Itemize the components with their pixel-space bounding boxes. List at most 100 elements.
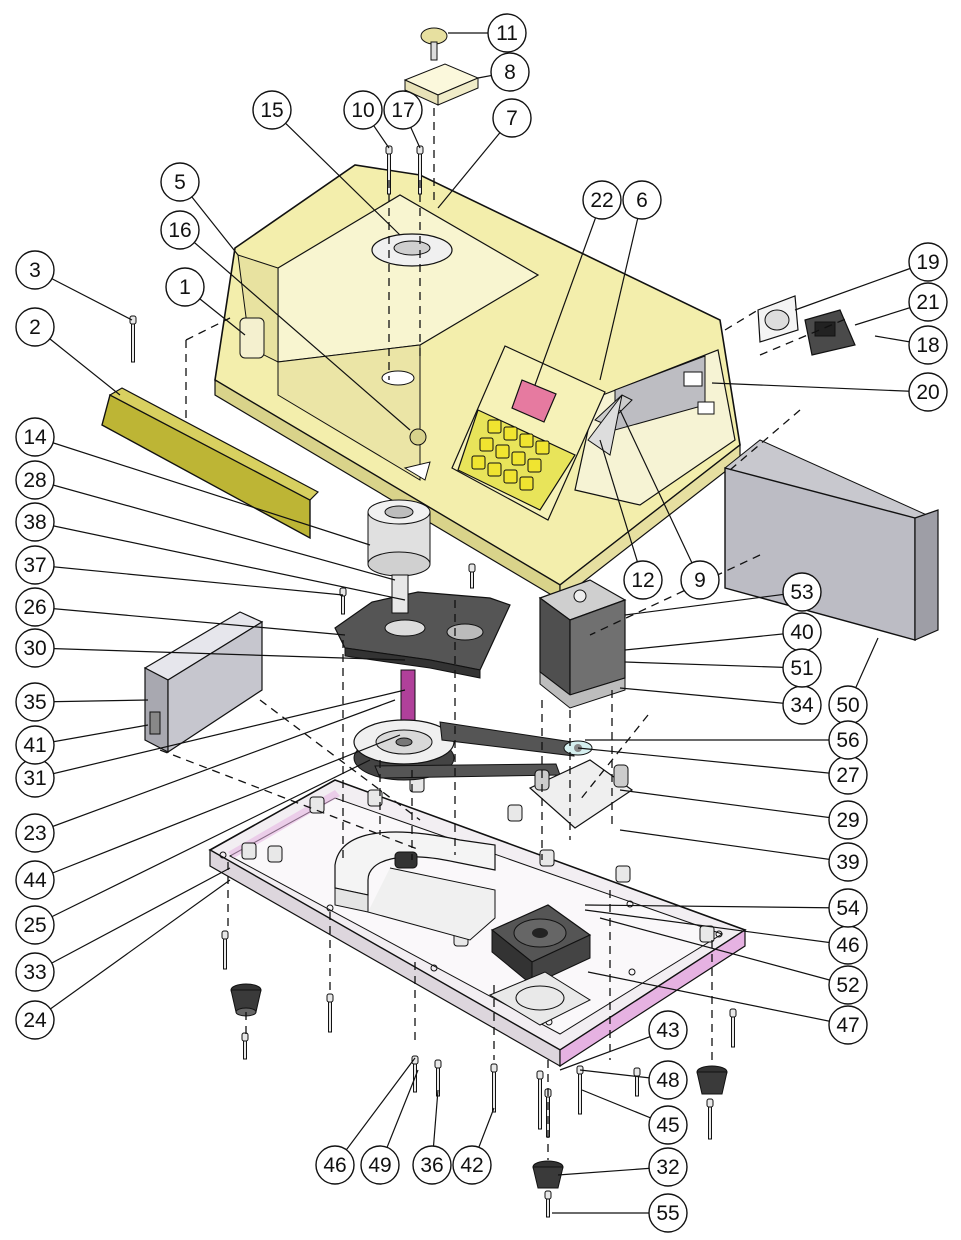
callout-number: 32 <box>656 1156 679 1179</box>
callout-16: 16 <box>160 210 200 250</box>
callout-circle <box>412 1145 452 1185</box>
callout-1: 1 <box>165 267 205 307</box>
callout-circle <box>648 1105 688 1145</box>
screw-head <box>326 993 334 1003</box>
assembly-line <box>724 309 759 331</box>
callout-number: 24 <box>23 1009 47 1032</box>
callout-35: 35 <box>15 682 55 722</box>
callout-number: 25 <box>23 914 46 937</box>
callout-number: 48 <box>656 1069 679 1092</box>
callout-number: 21 <box>916 291 939 314</box>
callout-circle <box>582 180 622 220</box>
screw-head <box>633 1067 641 1077</box>
callout-circle <box>782 572 822 612</box>
callout-42: 42 <box>452 1145 492 1185</box>
callout-number: 18 <box>916 334 939 357</box>
callout-6: 6 <box>622 180 662 220</box>
callout-number: 55 <box>656 1202 679 1225</box>
callout-circle <box>490 52 530 92</box>
leader-line-31 <box>34 689 406 779</box>
rubber-foot-left <box>230 983 262 1017</box>
callout-number: 9 <box>694 569 706 592</box>
screw-shank <box>708 1106 712 1140</box>
leader-line-20 <box>711 382 929 393</box>
callout-circle <box>15 460 55 500</box>
callout-circle <box>648 1060 688 1100</box>
callout-54: 54 <box>828 888 868 928</box>
callout-number: 47 <box>836 1014 859 1037</box>
callout-number: 29 <box>836 809 859 832</box>
callout-24: 24 <box>15 1000 55 1040</box>
callout-number: 19 <box>916 251 939 274</box>
callout-circle <box>828 720 868 760</box>
callout-number: 5 <box>174 171 186 194</box>
screw-shank <box>223 938 227 970</box>
callout-10: 10 <box>343 90 383 130</box>
callout-17: 17 <box>383 90 423 130</box>
callout-number: 43 <box>656 1019 679 1042</box>
callout-number: 50 <box>836 694 859 717</box>
callout-37: 37 <box>15 545 55 585</box>
callout-53: 53 <box>782 572 822 612</box>
screw-head <box>490 1063 498 1073</box>
callout-number: 31 <box>23 767 46 790</box>
callout-22: 22 <box>582 180 622 220</box>
screw-shank <box>328 1001 332 1033</box>
assembly-line <box>729 409 801 471</box>
callout-21: 21 <box>908 282 948 322</box>
callout-number: 22 <box>590 189 613 212</box>
rubber-foot-right <box>696 1065 728 1095</box>
tensioner-bracket <box>528 740 634 829</box>
callout-38: 38 <box>15 502 55 542</box>
leader-line-46a <box>334 1057 416 1166</box>
callout-number: 53 <box>790 581 813 604</box>
callout-number: 12 <box>631 569 654 592</box>
callout-12: 12 <box>623 560 663 600</box>
leader-line-9 <box>619 409 701 581</box>
callout-number: 36 <box>420 1154 443 1177</box>
callout-number: 35 <box>23 691 46 714</box>
callout-40: 40 <box>782 612 822 652</box>
leader-line-22 <box>534 199 603 386</box>
mount-plate <box>334 591 511 679</box>
keypad-key <box>511 451 526 466</box>
callout-number: 8 <box>504 61 516 84</box>
callout-number: 56 <box>836 729 859 752</box>
callout-circle <box>15 725 55 765</box>
callout-circle <box>15 587 55 627</box>
callout-circle <box>487 13 527 53</box>
leader-line-33 <box>34 867 231 973</box>
leader-line-26 <box>34 606 346 636</box>
screw-shank <box>341 595 345 615</box>
leader-line-27 <box>577 747 849 776</box>
callout-circle <box>828 800 868 840</box>
callout-number: 49 <box>368 1154 391 1177</box>
callout-31: 31 <box>15 758 55 798</box>
bearing-cylinder <box>367 499 431 614</box>
screw-shank <box>492 1071 496 1113</box>
keypad-key <box>503 426 518 441</box>
screw-shank <box>578 1073 582 1115</box>
callout-circle <box>452 1145 492 1185</box>
drive-belt <box>374 721 575 779</box>
callout-number: 38 <box>23 511 46 534</box>
keypad-keys <box>471 419 550 491</box>
screw-shank <box>131 323 135 363</box>
callout-circle <box>622 180 662 220</box>
callout-28: 28 <box>15 460 55 500</box>
callout-36: 36 <box>412 1145 452 1185</box>
callout-19: 19 <box>908 242 948 282</box>
callout-39: 39 <box>828 842 868 882</box>
assembly-line <box>259 699 421 821</box>
callout-number: 33 <box>23 961 46 984</box>
leader-line-25 <box>34 759 371 926</box>
leader-line-29 <box>619 789 849 821</box>
keypad-key <box>519 476 534 491</box>
callout-circle <box>680 560 720 600</box>
callout-18: 18 <box>908 325 948 365</box>
block-part-8 <box>403 63 480 106</box>
rubber-foot-center <box>532 1160 564 1189</box>
callout-48: 48 <box>648 1060 688 1100</box>
callout-46b: 46 <box>828 925 868 965</box>
